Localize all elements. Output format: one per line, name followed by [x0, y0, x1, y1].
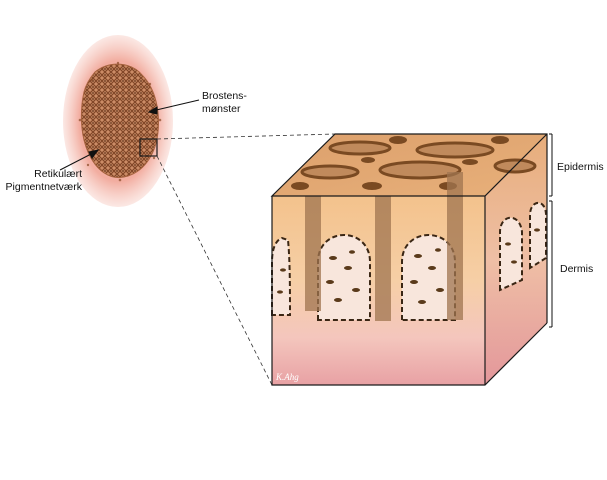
- skin-block: [270, 133, 548, 386]
- projection-lines: [156, 133, 336, 386]
- melanin-dots: [277, 228, 540, 304]
- network-edge-speckles: [78, 61, 162, 182]
- artist-signature: K.Ahg: [275, 372, 299, 382]
- lesion: [63, 35, 173, 207]
- label-epidermis: Epidermis: [557, 161, 604, 173]
- pigment-network: [80, 63, 159, 178]
- label-cobblestone-pattern: Brostens- mønster: [202, 90, 247, 116]
- label-cobblestone-line1: Brostens-: [202, 90, 247, 102]
- label-cobblestone-line2: mønster: [202, 103, 241, 115]
- pigment-columns: [305, 172, 463, 321]
- dermal-papillae: [271, 201, 547, 321]
- block-outline: [270, 133, 548, 386]
- label-dermis: Dermis: [560, 263, 594, 275]
- label-reticular-line1: Retikulært: [34, 168, 82, 180]
- label-reticular-line2: Pigmentnetværk: [5, 181, 82, 193]
- zoom-box: [139, 138, 158, 157]
- layer-brackets: [549, 133, 553, 328]
- label-reticular-network: Retikulært Pigmentnetværk: [2, 168, 82, 194]
- label-arrows: [59, 99, 200, 171]
